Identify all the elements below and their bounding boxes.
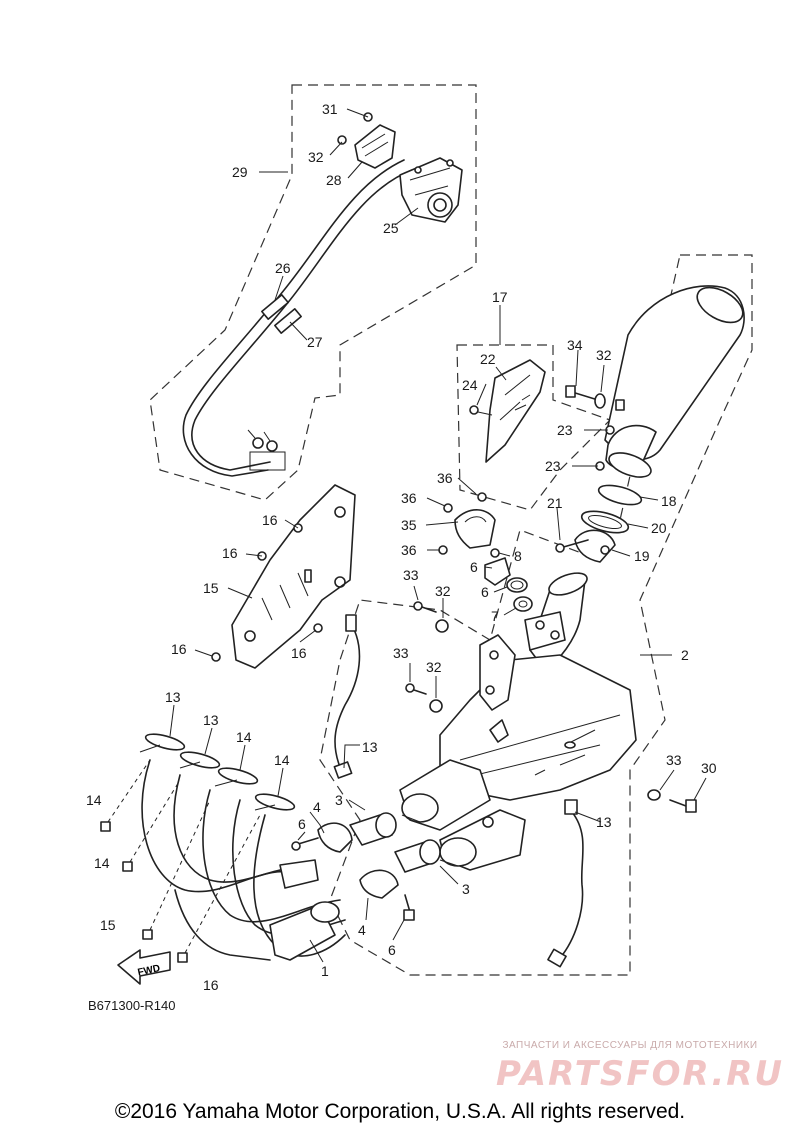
callout-36: 36	[437, 470, 453, 486]
callout-20: 20	[651, 520, 667, 536]
callout-36: 36	[401, 490, 417, 506]
callout-8: 6	[481, 584, 489, 600]
callout-16: 16	[222, 545, 238, 561]
callout-7: 6	[470, 559, 478, 575]
callout-28: 27	[307, 334, 323, 350]
callout-4: 4	[358, 922, 366, 938]
callout-25: 29	[232, 164, 248, 180]
diagram-code: B671300-R140	[88, 998, 175, 1013]
callout-2: 2	[681, 647, 689, 663]
exhaust-header-1	[141, 759, 346, 961]
cable-adjuster-27	[261, 294, 289, 320]
callout-3: 3	[462, 881, 470, 897]
inlet-pipes	[399, 759, 526, 871]
callout-23: 23	[545, 458, 561, 474]
callout-24: 24	[462, 377, 478, 393]
watermark-tagline: ЗАПЧАСТИ И АКСЕССУАРЫ ДЛЯ МОТОТЕХНИКИ	[502, 1040, 758, 1051]
fwd-label: FWD	[137, 963, 162, 978]
callout-9: 7	[491, 608, 499, 624]
gaskets-3	[349, 812, 441, 873]
callout-12: 13	[362, 739, 378, 755]
exhaust-pipe-joint	[524, 572, 588, 671]
callout-3: 3	[335, 792, 343, 808]
callout-10: 8	[514, 548, 522, 564]
bolt-34-washer-32	[565, 385, 625, 411]
seal-9	[513, 596, 533, 612]
callout-13: 13	[165, 689, 181, 705]
callout-1: 1	[321, 963, 329, 979]
pulley-cover-29	[354, 124, 396, 169]
callout-32: 32	[426, 659, 442, 675]
gaskets-13	[139, 733, 296, 811]
callout-31: 30	[701, 760, 717, 776]
group-outline-heat-protector	[456, 344, 612, 511]
callout-35: 35	[401, 517, 417, 533]
servo-motor-26	[399, 157, 463, 223]
callout-30: 32	[308, 149, 324, 165]
copyright-notice: ©2016 Yamaha Motor Corporation, U.S.A. A…	[114, 1100, 686, 1123]
protector-15	[211, 484, 356, 669]
bolts-30	[337, 112, 373, 145]
bolts-23	[595, 425, 615, 471]
callout-14: 16	[203, 977, 219, 993]
muffler-body-2	[439, 634, 637, 801]
bolt-21	[555, 539, 589, 553]
callout-15: 15	[203, 580, 219, 596]
callout-22: 22	[480, 351, 496, 367]
fwd-arrow: FWD	[117, 949, 171, 985]
callout-27: 26	[275, 260, 291, 276]
clamp-19	[574, 529, 616, 563]
callout-18: 18	[661, 493, 677, 509]
callout-26: 25	[383, 220, 399, 236]
callout-11: 13	[596, 814, 612, 830]
callout-23: 23	[557, 422, 573, 438]
callout-33: 33	[393, 645, 409, 661]
callout-19: 19	[634, 548, 650, 564]
bolts-33-washers-32	[405, 601, 449, 713]
callout-17: 17	[492, 289, 508, 305]
group-outline-muffler	[319, 254, 753, 976]
callout-14: 14	[86, 792, 102, 808]
group-outline-exhaust-valve	[149, 84, 477, 501]
callout-36: 36	[401, 542, 417, 558]
exhaust-valve-cables	[182, 159, 413, 477]
oring-8	[506, 577, 528, 593]
callout-6: 6	[298, 816, 306, 832]
callout-14: 15	[100, 917, 116, 933]
callout-6: 6	[388, 942, 396, 958]
callout-14: 14	[94, 855, 110, 871]
callout-13: 13	[203, 712, 219, 728]
gasket-18	[597, 484, 643, 506]
callout-5: 4	[313, 799, 321, 815]
callouts: 29 31 32 28 25 26 27 17 22 24 34 32 23 2…	[86, 101, 717, 993]
o2-sensor-12	[333, 614, 361, 779]
callout-21: 21	[547, 495, 563, 511]
nuts-14	[100, 759, 261, 963]
cable-adjuster-28	[274, 308, 302, 334]
callout-32: 33	[666, 752, 682, 768]
callout-32: 32	[596, 347, 612, 363]
watermark-logo: PARTSFOR.RU	[495, 1054, 785, 1094]
callout-30: 31	[322, 101, 338, 117]
callout-34: 34	[567, 337, 583, 353]
callout-13: 14	[274, 752, 290, 768]
leader-lines	[169, 108, 707, 963]
callout-29: 28	[326, 172, 342, 188]
cover-35	[438, 492, 496, 555]
bolt-31-washer-32	[647, 789, 697, 813]
clamps-5-4	[291, 822, 415, 921]
callout-33: 33	[403, 567, 419, 583]
muffler-protector-22	[469, 359, 546, 463]
callout-16: 16	[171, 641, 187, 657]
gasket-20	[580, 510, 630, 534]
o2-sensor-11	[547, 799, 584, 968]
callout-13: 14	[236, 729, 252, 745]
muffler-tail	[604, 285, 745, 478]
callout-32: 32	[435, 583, 451, 599]
callout-16: 16	[291, 645, 307, 661]
valve-pulley-7-10	[484, 548, 511, 586]
callout-16: 16	[262, 512, 278, 528]
